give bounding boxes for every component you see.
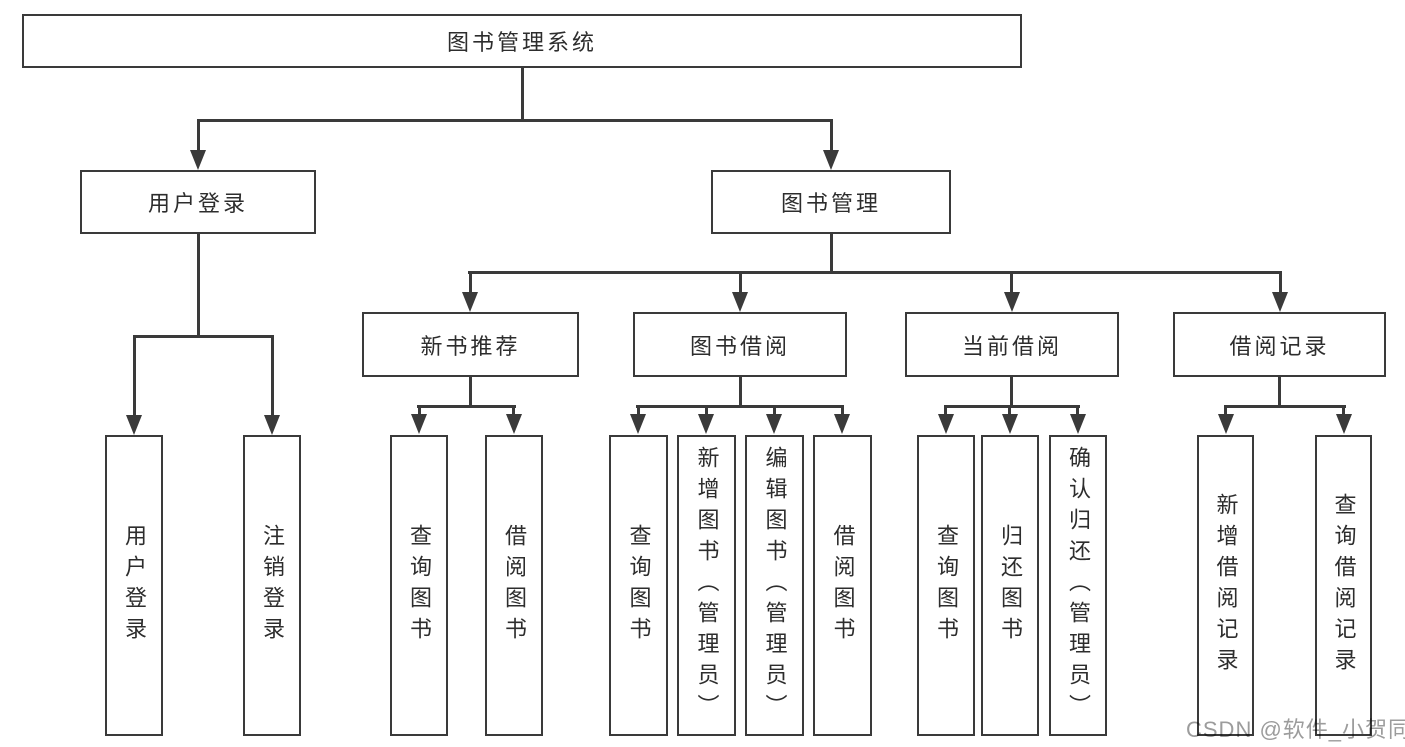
arrowhead-down-icon — [462, 292, 478, 312]
node-user-login-leaf: 用户登录 — [105, 435, 163, 736]
node-user-login: 用户登录 — [80, 170, 316, 234]
connector-line — [512, 405, 515, 418]
connector-line — [637, 405, 640, 418]
arrowhead-down-icon — [1070, 414, 1086, 434]
arrowhead-down-icon — [1336, 414, 1352, 434]
node-add-borrow-record: 新增借阅记录 — [1197, 435, 1254, 736]
connector-line — [1076, 405, 1079, 418]
connector-line — [469, 271, 472, 294]
arrowhead-down-icon — [834, 414, 850, 434]
connector-line — [830, 119, 833, 152]
connector-line — [197, 119, 833, 122]
node-query-books-borrowing: 查询图书 — [609, 435, 668, 736]
node-borrow-books-recommend: 借阅图书 — [485, 435, 543, 736]
node-query-borrow-record: 查询借阅记录 — [1315, 435, 1372, 736]
node-current-borrowing: 当前借阅 — [905, 312, 1119, 377]
node-root: 图书管理系统 — [22, 14, 1022, 68]
arrowhead-down-icon — [698, 414, 714, 434]
arrowhead-down-icon — [630, 414, 646, 434]
arrowhead-down-icon — [264, 415, 280, 435]
node-confirm-return-admin: 确认归还（管理员） — [1049, 435, 1107, 736]
connector-line — [521, 68, 524, 120]
connector-line — [739, 271, 742, 294]
node-query-books-current: 查询图书 — [917, 435, 975, 736]
connector-line — [1279, 271, 1282, 294]
connector-line — [133, 335, 274, 338]
node-add-book-admin: 新增图书（管理员） — [677, 435, 736, 736]
connector-line — [830, 234, 833, 274]
arrowhead-down-icon — [190, 150, 206, 170]
connector-line — [133, 335, 136, 417]
watermark: CSDN @软件_小贺同学 — [1186, 717, 1405, 742]
arrowhead-down-icon — [1218, 414, 1234, 434]
connector-line — [841, 405, 844, 418]
connector-line — [197, 234, 200, 338]
node-return-book: 归还图书 — [981, 435, 1039, 736]
node-query-books-recommend: 查询图书 — [390, 435, 448, 736]
node-borrowing-records: 借阅记录 — [1173, 312, 1386, 377]
node-logout: 注销登录 — [243, 435, 301, 736]
arrowhead-down-icon — [938, 414, 954, 434]
connector-line — [944, 405, 1080, 408]
arrowhead-down-icon — [411, 414, 427, 434]
connector-line — [1278, 377, 1281, 408]
connector-line — [773, 405, 776, 418]
connector-line — [271, 335, 274, 417]
arrowhead-down-icon — [823, 150, 839, 170]
connector-line — [1010, 377, 1013, 408]
arrowhead-down-icon — [1004, 292, 1020, 312]
connector-line — [468, 271, 1282, 274]
connector-line — [1342, 405, 1345, 418]
node-borrow-books: 借阅图书 — [813, 435, 872, 736]
arrowhead-down-icon — [1272, 292, 1288, 312]
arrowhead-down-icon — [766, 414, 782, 434]
connector-line — [705, 405, 708, 418]
arrowhead-down-icon — [126, 415, 142, 435]
arrowhead-down-icon — [506, 414, 522, 434]
connector-line — [1008, 405, 1011, 418]
connector-line — [197, 119, 200, 152]
node-book-management: 图书管理 — [711, 170, 951, 234]
connector-line — [469, 377, 472, 408]
arrowhead-down-icon — [1002, 414, 1018, 434]
connector-line — [1224, 405, 1227, 418]
connector-line — [1010, 271, 1013, 294]
connector-line — [1224, 405, 1346, 408]
connector-line — [944, 405, 947, 418]
node-edit-book-admin: 编辑图书（管理员） — [745, 435, 804, 736]
node-book-borrowing: 图书借阅 — [633, 312, 847, 377]
connector-line — [739, 377, 742, 408]
arrowhead-down-icon — [732, 292, 748, 312]
node-new-book-recommend: 新书推荐 — [362, 312, 579, 377]
connector-line — [418, 405, 421, 418]
connector-line — [636, 405, 844, 408]
connector-line — [417, 405, 516, 408]
